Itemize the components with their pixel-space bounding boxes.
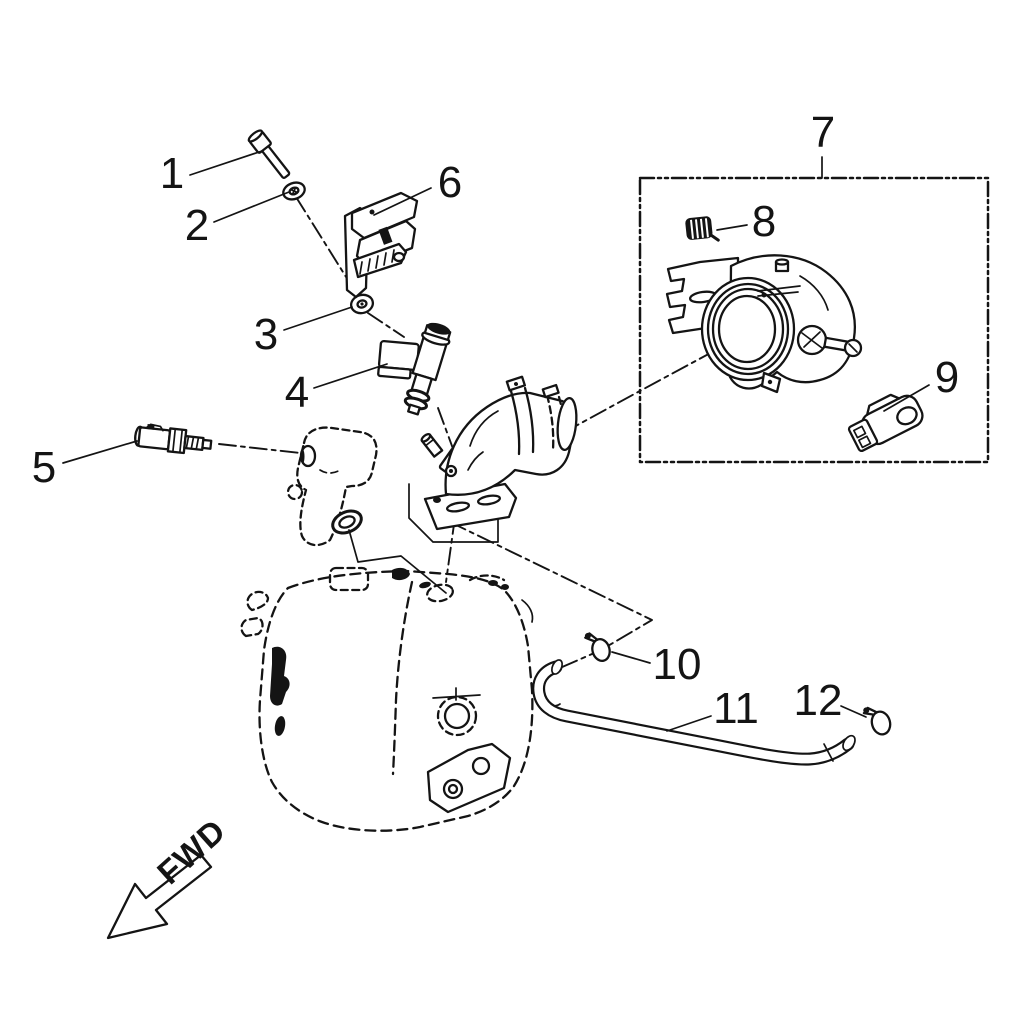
part-bracket <box>343 191 419 299</box>
engine-block-reference <box>240 566 561 832</box>
callout-4-label: 4 <box>285 368 309 417</box>
callout-3-label: 3 <box>254 310 278 359</box>
callout-9: 9 <box>883 353 959 412</box>
callout-10-label: 10 <box>653 640 702 689</box>
callout-4: 4 <box>285 363 388 417</box>
callout-11-label: 11 <box>713 684 759 733</box>
callout-3: 3 <box>254 306 353 359</box>
callout-6: 6 <box>373 158 462 216</box>
callout-2-label: 2 <box>185 201 209 250</box>
housing-to-engine-line <box>348 529 447 594</box>
callout-5-label: 5 <box>32 443 56 492</box>
throttle-body-drawing <box>665 254 863 394</box>
callout-11: 11 <box>666 684 759 733</box>
callout-12-label: 12 <box>794 676 843 725</box>
part-bolt <box>247 129 291 179</box>
parts-group-box <box>638 176 990 464</box>
part-washer <box>282 181 306 201</box>
callout-10: 10 <box>611 640 702 689</box>
intake-boot-drawing <box>420 375 578 531</box>
part-hose <box>532 659 856 766</box>
part-spring <box>685 216 720 242</box>
callout-12: 12 <box>794 676 867 725</box>
callout-7: 7 <box>811 108 835 179</box>
fwd-arrow-icon <box>106 853 213 940</box>
callout-9-label: 9 <box>935 353 959 402</box>
thermostat-housing-reference <box>286 426 447 594</box>
part-temp-sensor <box>134 423 213 455</box>
callout-5: 5 <box>32 440 138 492</box>
callout-7-label: 7 <box>811 108 835 157</box>
part-hose-clamp-10 <box>584 632 611 663</box>
callout-6-label: 6 <box>438 158 462 207</box>
callout-8-label: 8 <box>752 197 776 246</box>
callout-1-label: 1 <box>160 149 184 198</box>
callouts: 1 2 3 4 5 6 7 8 <box>32 108 959 733</box>
part-sensor <box>847 393 924 453</box>
callout-2: 2 <box>185 191 290 250</box>
callout-1: 1 <box>160 149 263 198</box>
callout-8: 8 <box>716 197 776 246</box>
part-hose-clamp-12 <box>862 706 892 736</box>
part-fuel-injector <box>377 322 452 416</box>
fwd-marker: FWD <box>106 811 233 940</box>
